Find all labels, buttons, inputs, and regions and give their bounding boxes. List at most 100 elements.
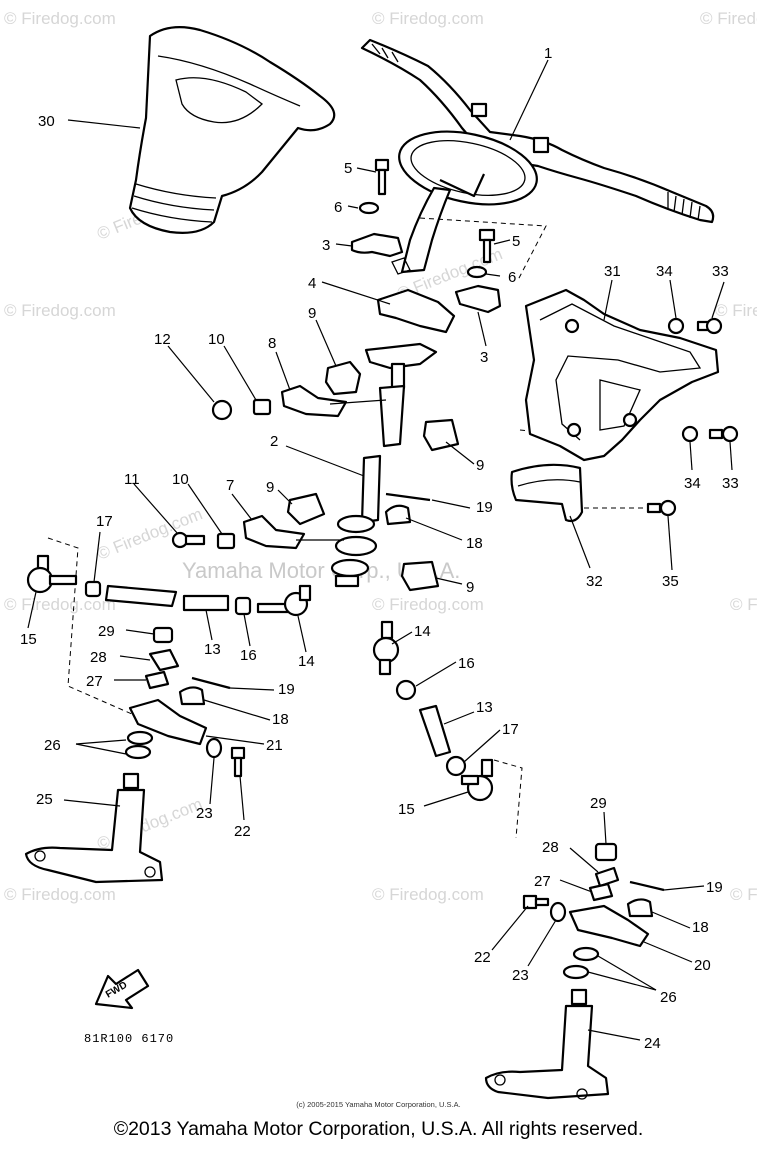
part-label-7: 7 <box>226 477 234 494</box>
part-label-35: 35 <box>662 573 679 590</box>
part-label-4: 4 <box>308 275 316 292</box>
part-label-14: 14 <box>414 623 431 640</box>
watermark-firedog: © Firedog.com <box>372 595 484 614</box>
part-label-15: 15 <box>398 801 415 818</box>
cotter-pin-19-upper <box>385 492 431 502</box>
watermark-firedog: © Firedog.com <box>730 885 757 904</box>
part-label-22: 22 <box>474 949 491 966</box>
part-label-10: 10 <box>172 471 189 488</box>
cotter-pin-19-right <box>629 880 665 892</box>
part-label-28: 28 <box>90 649 107 666</box>
part-label-10: 10 <box>208 331 225 348</box>
cap-12 <box>211 399 233 421</box>
part-label-19: 19 <box>706 879 723 896</box>
part-label-18: 18 <box>272 711 289 728</box>
locknut-16-left <box>234 596 252 616</box>
knuckle-arm-21 <box>128 698 208 746</box>
bolt-35 <box>646 499 677 517</box>
part-label-23: 23 <box>196 805 213 822</box>
part-label-19: 19 <box>476 499 493 516</box>
part-label-13: 13 <box>204 641 221 658</box>
part-label-32: 32 <box>586 573 603 590</box>
bracket-7 <box>242 514 306 550</box>
nut-18-right <box>626 898 654 918</box>
part-label-5: 5 <box>344 160 352 177</box>
tie-rod-13-right <box>418 704 452 758</box>
bolt-5-upper <box>374 158 390 196</box>
part-label-29: 29 <box>98 623 115 640</box>
part-label-9: 9 <box>476 457 484 474</box>
watermark-firedog: © Firedog.com <box>4 9 116 28</box>
nut-10-upper <box>252 398 272 416</box>
part-label-19: 19 <box>278 681 295 698</box>
tie-rod-end-14-left <box>256 584 312 617</box>
fwd-arrow-icon: FWD <box>94 968 150 1010</box>
part-label-20: 20 <box>694 957 711 974</box>
part-label-23: 23 <box>512 967 529 984</box>
part-label-6: 6 <box>508 269 516 286</box>
part-label-25: 25 <box>36 791 53 808</box>
steering-knuckle-24 <box>484 988 610 1100</box>
washer-23-left <box>205 737 223 759</box>
part-label-31: 31 <box>604 263 621 280</box>
part-label-3: 3 <box>480 349 488 366</box>
part-label-26: 26 <box>660 989 677 1006</box>
washer-26-right-a <box>572 946 600 962</box>
part-label-11: 11 <box>124 471 140 488</box>
clamp-3-right <box>454 284 502 314</box>
part-label-15: 15 <box>20 631 37 648</box>
bracket-8 <box>280 384 348 418</box>
bushing-9-c <box>286 492 326 526</box>
nut-28-left <box>148 648 180 672</box>
part-label-1: 1 <box>544 45 552 62</box>
washer-6-upper <box>358 201 380 215</box>
part-label-24: 24 <box>644 1035 661 1052</box>
part-label-27: 27 <box>86 673 103 690</box>
part-1-handlebar <box>360 38 715 224</box>
part-label-9: 9 <box>466 579 474 596</box>
tie-rod-end-15-right <box>460 758 494 802</box>
part-label-9: 9 <box>266 479 274 496</box>
bolt-5-right <box>478 228 496 264</box>
part-labels: 1 2 3 3 4 5 5 6 6 7 8 9 9 9 9 10 10 11 1… <box>20 45 739 1052</box>
washer-6-right <box>466 265 488 279</box>
nut-18-left <box>178 686 206 706</box>
watermark-firedog: © Firedog.com <box>715 301 757 320</box>
steering-knuckle-25 <box>24 772 164 884</box>
watermark-firedog: © Firedog.com <box>372 885 484 904</box>
part-label-5: 5 <box>512 233 520 250</box>
part-label-13: 13 <box>476 699 493 716</box>
part-label-28: 28 <box>542 839 559 856</box>
bolt-33-lower <box>708 425 739 443</box>
bolt-22-left <box>230 746 246 778</box>
washer-34-lower <box>681 425 699 443</box>
part-label-6: 6 <box>334 199 342 216</box>
clamp-3-upper <box>350 232 404 258</box>
steering-wheel <box>398 130 538 274</box>
bolt-33-upper <box>696 317 723 335</box>
column-holder-4 <box>376 288 456 334</box>
cotter-pin-19-left <box>191 676 231 690</box>
tie-rod-end-14-right <box>372 620 400 676</box>
part-label-14: 14 <box>298 653 315 670</box>
part-31-support-frame <box>524 288 720 462</box>
part-label-34: 34 <box>684 475 701 492</box>
bolt-22-right <box>522 894 550 910</box>
part-label-8: 8 <box>268 335 276 352</box>
washer-26-left-a <box>126 730 154 746</box>
washer-27-left <box>144 670 170 690</box>
bushing-9-b <box>422 418 460 452</box>
knuckle-arm-20 <box>568 904 650 948</box>
nut-18-upper <box>384 504 412 526</box>
part-label-33: 33 <box>722 475 739 492</box>
watermark-firedog: © Firedog.com <box>372 9 484 28</box>
part-label-30: 30 <box>38 113 55 130</box>
watermark-firedog: © Firedog.com <box>94 794 205 853</box>
tie-rod-end-15-left <box>26 554 78 594</box>
tie-rod-13-left-b <box>182 594 230 612</box>
part-label-26: 26 <box>44 737 61 754</box>
part-label-33: 33 <box>712 263 729 280</box>
washer-23-right <box>549 901 567 923</box>
part-label-27: 27 <box>534 873 551 890</box>
nut-28-right <box>594 866 620 888</box>
